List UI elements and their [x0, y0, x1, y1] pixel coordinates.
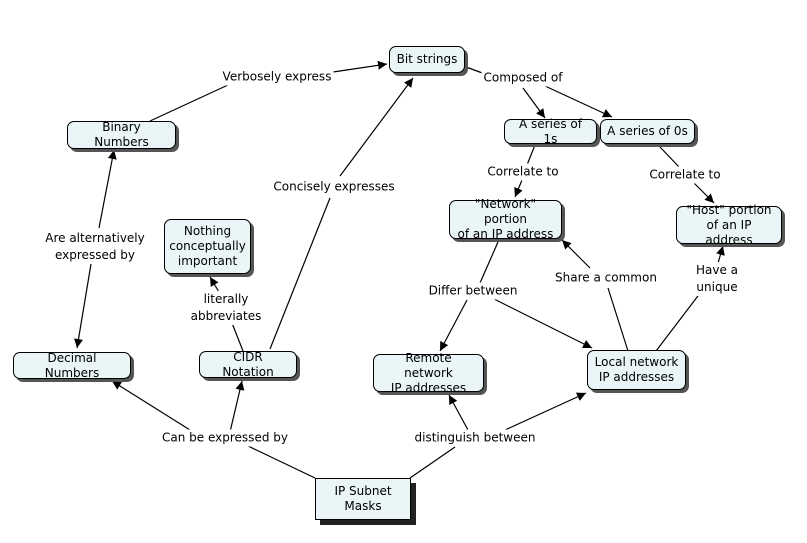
link-correlate-to-network	[514, 179, 523, 198]
link-label-concisely-expresses: Concisely expresses	[271, 178, 397, 196]
concept-nothing-important[interactable]: Nothing conceptually important	[164, 219, 251, 274]
link-share-to-network	[561, 239, 591, 269]
concept-decimal-numbers[interactable]: Decimal Numbers	[13, 351, 131, 380]
concept-host-portion[interactable]: "Host" portion of an IP address	[676, 203, 782, 247]
link-canbe-to-cidr	[229, 380, 245, 433]
link-composed-to-series0s	[544, 85, 613, 118]
link-cidr-to-concisely	[269, 197, 331, 350]
link-subnet-to-distinguish	[409, 446, 456, 479]
link-verbosely-to-bitstrings	[332, 60, 388, 73]
link-series1s-to-correlate	[526, 144, 536, 166]
link-alt-to-binary	[98, 149, 117, 229]
link-label-literally-abbreviates: literally abbreviates	[188, 291, 264, 325]
link-network-to-differ	[479, 241, 499, 284]
link-label-alternatively-expressed: Are alternatively expressed by	[43, 230, 147, 264]
link-local-to-share	[607, 287, 629, 352]
link-label-have-unique: Have a unique	[672, 262, 762, 296]
concept-remote-network[interactable]: Remote network IP addresses	[373, 351, 484, 395]
concept-ip-subnet-masks[interactable]: IP Subnet Masks	[315, 478, 411, 520]
link-label-can-be-expressed: Can be expressed by	[160, 429, 290, 447]
concept-cidr-notation[interactable]: CIDR Notation	[199, 350, 297, 379]
link-label-differ-between: Differ between	[426, 282, 520, 300]
concept-network-portion[interactable]: "Network" portion of an IP address	[449, 197, 562, 241]
link-label-composed-of: Composed of	[481, 69, 565, 87]
link-label-correlate-to-0s: Correlate to	[647, 166, 723, 184]
link-label-correlate-to-1s: Correlate to	[485, 163, 561, 181]
link-label-distinguish-between: distinguish between	[412, 429, 538, 447]
link-concisely-to-bitstrings	[339, 77, 414, 177]
link-correlate-to-host	[693, 182, 715, 204]
link-differ-to-local	[487, 295, 593, 349]
link-cidr-to-literally	[231, 322, 244, 352]
concept-series-1s[interactable]: A series of 1s	[504, 117, 597, 146]
concept-series-0s[interactable]: A series of 0s	[600, 119, 695, 144]
link-binary-to-verbosely	[149, 84, 229, 122]
link-differ-to-remote	[439, 299, 468, 352]
link-distinguish-to-local	[504, 392, 587, 431]
concept-bit-strings[interactable]: Bit strings	[389, 46, 465, 73]
concept-local-network[interactable]: Local network IP addresses	[587, 350, 686, 390]
concept-binary-numbers[interactable]: Binary Numbers	[67, 120, 176, 149]
link-label-share-common: Share a common	[553, 269, 659, 287]
link-local-to-unique	[655, 287, 705, 352]
link-series0s-to-correlate	[659, 146, 681, 169]
link-label-verbosely-express: Verbosely express	[220, 68, 334, 86]
link-canbe-to-decimal	[111, 380, 191, 431]
link-subnet-to-canbe	[247, 445, 316, 479]
link-literally-to-nothing	[209, 276, 220, 293]
link-alt-to-decimal	[74, 263, 92, 349]
link-distinguish-to-remote	[448, 394, 469, 431]
link-composed-to-series1s	[522, 87, 546, 119]
